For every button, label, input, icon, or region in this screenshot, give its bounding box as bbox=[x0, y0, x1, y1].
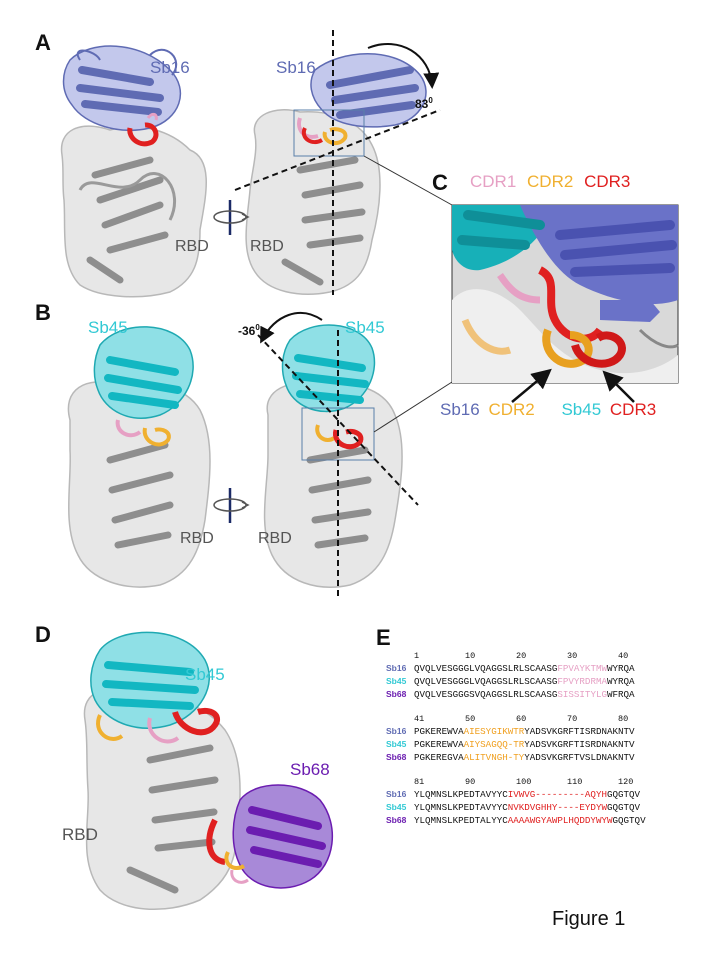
label-sb45-left: Sb45 bbox=[88, 318, 128, 337]
label-rbd-b-right: RBD bbox=[258, 530, 292, 547]
angle-label-a: 830 bbox=[415, 96, 433, 111]
panel-a-left-structure bbox=[60, 45, 207, 298]
label-rbd-a-right: RBD bbox=[250, 238, 284, 255]
label-rbd-a-left: RBD bbox=[175, 238, 209, 255]
legend-cdr3: CDR3 bbox=[584, 172, 631, 191]
label-sb45-d: Sb45 bbox=[185, 665, 225, 684]
panel-c-cdr-legend: CDR1 CDR2 CDR3 bbox=[470, 172, 630, 192]
bottom-label-cdr3: CDR3 bbox=[609, 400, 657, 419]
panel-label-a: A bbox=[35, 30, 51, 55]
alignment-numbering: 1 10 20 30 40 bbox=[414, 651, 629, 661]
label-sb16-right: Sb16 bbox=[276, 58, 316, 77]
legend-cdr1: CDR1 bbox=[470, 172, 517, 191]
panel-label-b: B bbox=[35, 300, 51, 325]
panel-b-left-structure bbox=[67, 326, 211, 588]
angle-label-b: -360 bbox=[238, 323, 260, 338]
label-sb68-d: Sb68 bbox=[290, 760, 330, 779]
rotation-icon-b bbox=[213, 488, 250, 523]
panel-c-bottom-legend: Sb16 CDR2 Sb45 CDR3 bbox=[440, 400, 656, 420]
alignment-numbering: 41 50 60 70 80 bbox=[414, 714, 629, 724]
panel-c-zoom bbox=[451, 204, 679, 384]
panel-label-c: C bbox=[432, 170, 448, 195]
label-sb16-left: Sb16 bbox=[150, 58, 190, 77]
panel-d-structure bbox=[83, 631, 333, 910]
panel-b-right-structure bbox=[257, 311, 419, 600]
legend-cdr2: CDR2 bbox=[527, 172, 574, 191]
label-rbd-b-left: RBD bbox=[180, 530, 214, 547]
figure-caption: Figure 1 bbox=[552, 908, 626, 930]
panel-a-right-structure bbox=[234, 30, 441, 295]
panel-label-d: D bbox=[35, 622, 51, 647]
bottom-label-cdr2: CDR2 bbox=[488, 400, 535, 419]
label-sb45-right: Sb45 bbox=[345, 318, 385, 337]
rotation-icon-a bbox=[213, 200, 250, 235]
bottom-label-sb45: Sb45 bbox=[561, 400, 602, 419]
bottom-label-sb16: Sb16 bbox=[440, 400, 480, 419]
alignment-numbering: 81 90 100 110 120 bbox=[414, 777, 634, 787]
label-rbd-d: RBD bbox=[62, 825, 98, 844]
panel-label-e: E bbox=[376, 625, 391, 650]
